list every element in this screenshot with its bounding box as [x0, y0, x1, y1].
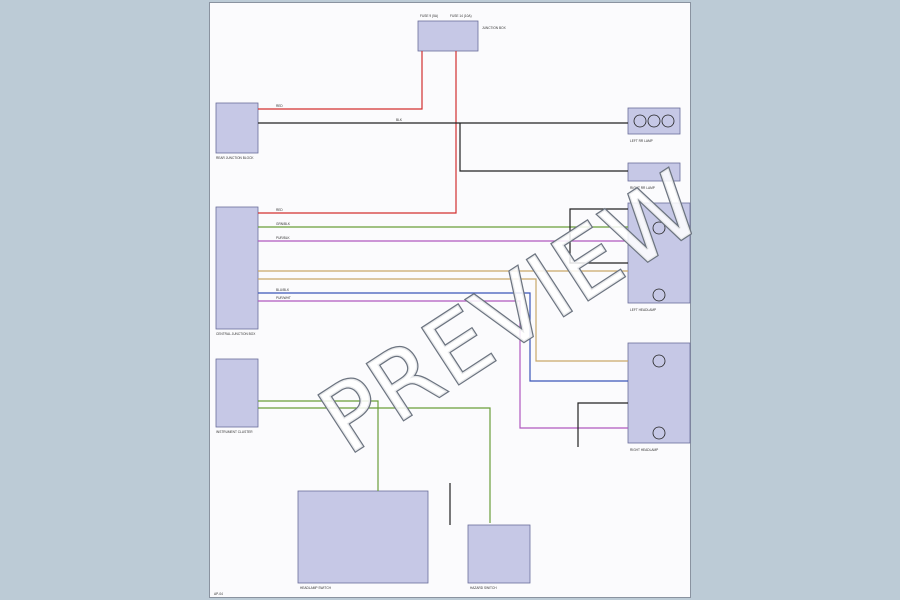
wire-black: [569, 208, 628, 264]
module-m2: [215, 206, 259, 330]
wire-green: [258, 400, 379, 491]
headlamp-switch-caption: HEADLAMP SWITCH: [300, 586, 332, 590]
wiring-diagram: FUSE 9 (5A) FUSE 14 (10A) JUNCTION BOX R…: [214, 14, 692, 596]
wire-red: [258, 51, 423, 110]
pin-label: PUR/WHT: [276, 296, 291, 300]
module-m3: [215, 358, 259, 428]
lamp-l3: [627, 202, 691, 304]
lamp-l3-caption: LEFT HEADLAMP: [630, 308, 656, 312]
bulb-icon: [652, 288, 666, 302]
module-m2-caption: CENTRAL JUNCTION BOX: [216, 332, 256, 336]
lamp-l1-caption: LEFT RR LAMP: [630, 139, 653, 143]
hazard-switch-block: [467, 524, 531, 584]
bulb-icon: [652, 221, 666, 235]
wire-black: [459, 123, 628, 172]
lamp-l1: [627, 107, 681, 135]
bulb-icon: [652, 426, 666, 440]
pin-label: RED: [276, 208, 283, 212]
lamp-l4-caption: RIGHT HEADLAMP: [630, 448, 658, 452]
pin-labels: RED RED BLK GRN/BLK PUR/BLK BLU/BLK PUR/…: [276, 104, 403, 300]
module-m1: [215, 102, 259, 154]
wire-tan: [258, 278, 628, 362]
page-id: AP-04: [214, 592, 223, 596]
lamp-l4: [627, 342, 691, 444]
bulb-icon: [652, 354, 666, 368]
wire-blue: [258, 292, 628, 382]
wire-green: [258, 407, 491, 523]
headlamp-switch-block: [297, 490, 429, 584]
module-m1-caption: REAR JUNCTION BLOCK: [216, 156, 254, 160]
hazard-switch-caption: HAZARD SWITCH: [470, 586, 497, 590]
wires: [258, 51, 628, 525]
pin-label: PUR/BLK: [276, 236, 291, 240]
bulb-icon: [647, 114, 661, 128]
lamp-l2: [627, 162, 681, 182]
bulb-icon: [633, 114, 647, 128]
lamp-l2-caption: RIGHT RR LAMP: [630, 186, 655, 190]
wire-black: [577, 402, 628, 447]
pin-label: BLK: [396, 118, 403, 122]
bulb-icon: [661, 114, 675, 128]
module-m3-caption: INSTRUMENT CLUSTER: [216, 430, 253, 434]
fuse-caption: JUNCTION BOX: [482, 26, 507, 30]
diagram-sheet: FUSE 9 (5A) FUSE 14 (10A) JUNCTION BOX R…: [209, 2, 692, 598]
fuse-block: [417, 20, 479, 52]
pin-label: GRN/BLK: [276, 222, 291, 226]
wire-red: [258, 51, 457, 214]
fuse-left-label: FUSE 9 (5A): [420, 14, 438, 18]
pin-label: BLU/BLK: [276, 288, 290, 292]
bulb-icons: [633, 114, 675, 440]
pin-label: RED: [276, 104, 283, 108]
fuse-right-label: FUSE 14 (10A): [450, 14, 472, 18]
wire-purple: [258, 300, 628, 429]
